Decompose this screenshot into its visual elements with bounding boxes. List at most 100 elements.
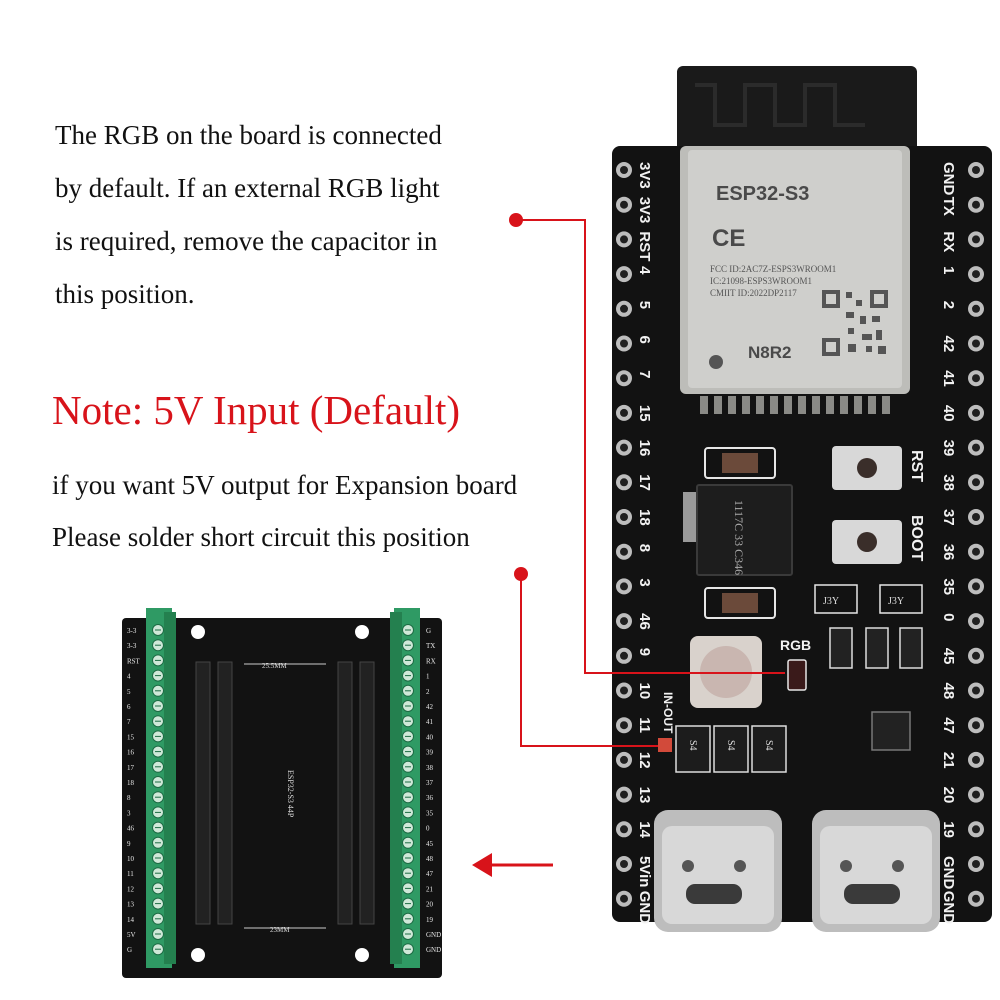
module-name: ESP32-S3 [716,183,809,205]
expansion-pin-label-right: 21 [426,885,434,893]
expansion-pin-label-left: 10 [127,855,135,863]
regulator-text: 1117C 33 C346 [732,500,746,575]
expansion-pin-label-right: TX [426,642,435,650]
expansion-pin-label-right: 37 [426,779,434,787]
rst-label: RST [908,450,925,482]
devboard-pin-label-left: 46 [636,613,653,630]
in-out-label: IN-OUT [661,692,675,734]
expansion-pin-label-left: 15 [127,733,135,741]
pin1-dot [709,355,723,369]
devboard-pin-label-left: 5 [636,301,653,309]
expansion-pin-label-right: 42 [426,703,434,711]
diode-label-1: S4 [687,740,698,751]
expansion-pin-label-right: 48 [426,855,434,863]
rgb-capacitor [787,659,807,691]
esp32-s3-devboard: ESP32-S3 CE FCC ID:2AC7Z-ESPS3WROOM1 IC:… [612,66,992,932]
qr-code [820,288,890,358]
diode-label-3: S4 [763,740,774,751]
expansion-pin-label-left: 4 [127,673,131,681]
expansion-pin-label-left: 18 [127,779,135,787]
devboard-pin-label-left: 16 [636,440,653,457]
power-note-line-1: if you want 5V output for Expansion boar… [52,470,518,500]
rgb-note-line-2: by default. If an external RGB light [55,173,440,203]
expansion-pin-label-right: 35 [426,809,434,817]
devboard-pin-label-right: 21 [940,752,957,769]
devboard-pin-label-left: 3V3 [636,197,653,224]
devboard-pin-label-right: 45 [940,648,957,665]
devboard-pin-label-right: 40 [940,405,957,422]
expansion-pin-label-left: 12 [127,885,135,893]
expansion-pin-label-right: G [426,627,431,635]
expansion-pin-label-left: 6 [127,703,131,711]
jumper-label-1: J3Y [823,596,839,607]
expansion-pin-label-right: GND [426,946,441,954]
power-callout-line [520,574,658,747]
ic-id: IC:21098-ESPS3WROOM1 [710,276,812,286]
devboard-pin-label-right: 41 [940,370,957,387]
devboard-pin-label-left: 10 [636,683,653,700]
devboard-pin-label-right: 1 [940,266,957,274]
expansion-pin-label-right: 0 [426,825,430,833]
ce-mark: CE [712,225,745,252]
expansion-pin-label-right: 19 [426,916,434,924]
expansion-pin-label-left: 14 [127,916,135,924]
devboard-pin-label-left: RST [636,231,653,261]
expansion-pin-label-left: 13 [127,901,135,909]
expansion-pin-label-right: 38 [426,764,434,772]
devboard-pin-label-right: 48 [940,683,957,700]
devboard-pin-label-left: 9 [636,648,653,656]
devboard-pin-label-right: 2 [940,301,957,309]
rgb-label: RGB [780,637,811,653]
expansion-pin-label-left: 16 [127,749,135,757]
antenna-area [677,66,917,156]
devboard-pin-label-right: GND [940,891,957,925]
devboard-pin-label-left: 14 [636,821,653,838]
devboard-pin-headers: 3V33V3RST4567151617188346910111213145Vin… [616,162,984,924]
devboard-pin-label-left: 17 [636,474,653,491]
expansion-pin-label-left: 3-3 [127,642,137,650]
devboard-pin-label-left: GND [636,891,653,925]
devboard-pin-label-right: 19 [940,821,957,838]
devboard-pin-label-left: 3V3 [636,162,653,189]
expansion-pin-label-right: 20 [426,901,434,909]
devboard-pin-label-right: 38 [940,474,957,491]
expansion-pin-label-right: RX [426,657,436,665]
memory-variant: N8R2 [748,343,791,362]
devboard-pin-label-right: 37 [940,509,957,526]
expansion-pin-label-right: 2 [426,688,430,696]
expansion-pin-label-right: 36 [426,794,434,802]
usb-c-port-right [812,810,940,932]
expansion-pin-label-left: 11 [127,870,134,878]
rgb-note-line-3: is required, remove the capacitor in [55,226,438,256]
cmiit-id: CMIIT ID:2022DP2117 [710,288,797,298]
expansion-pin-label-left: 7 [127,718,131,726]
arrow-head-icon [472,853,492,877]
devboard-pin-label-right: 20 [940,787,957,804]
expansion-chip-label: ESP32-S3 44P [286,770,295,818]
devboard-pin-label-right: TX [940,197,957,216]
devboard-pin-label-right: 35 [940,578,957,595]
devboard-pin-label-left: 12 [636,752,653,769]
devboard-pin-label-left: 6 [636,336,653,344]
expansion-board: 25.5MM 23MM ESP32-S3 44P 3-33-3RST456715… [122,608,442,978]
expansion-pin-label-right: 45 [426,840,434,848]
expansion-pin-label-left: 5V [127,931,136,939]
expansion-pin-label-left: 8 [127,794,131,802]
expansion-pin-label-left: 3-3 [127,627,137,635]
devboard-pin-label-left: 4 [636,266,653,275]
pitch-label-top: 25.5MM [262,662,287,670]
expansion-pin-label-left: G [127,946,132,954]
in-out-solder-pad [658,738,672,752]
devboard-pin-label-left: 15 [636,405,653,422]
rgb-note-line-4: this position. [55,279,195,309]
expansion-pin-label-right: 47 [426,870,434,878]
diode-label-2: S4 [725,740,736,751]
devboard-pin-label-right: 39 [940,440,957,457]
expansion-pin-label-left: 9 [127,840,131,848]
devboard-pin-label-right: 42 [940,336,957,353]
devboard-pin-label-right: RX [940,231,957,252]
devboard-pin-label-right: 0 [940,613,957,621]
devboard-pin-label-right: GND [940,856,957,890]
expansion-pin-label-right: 40 [426,733,434,741]
